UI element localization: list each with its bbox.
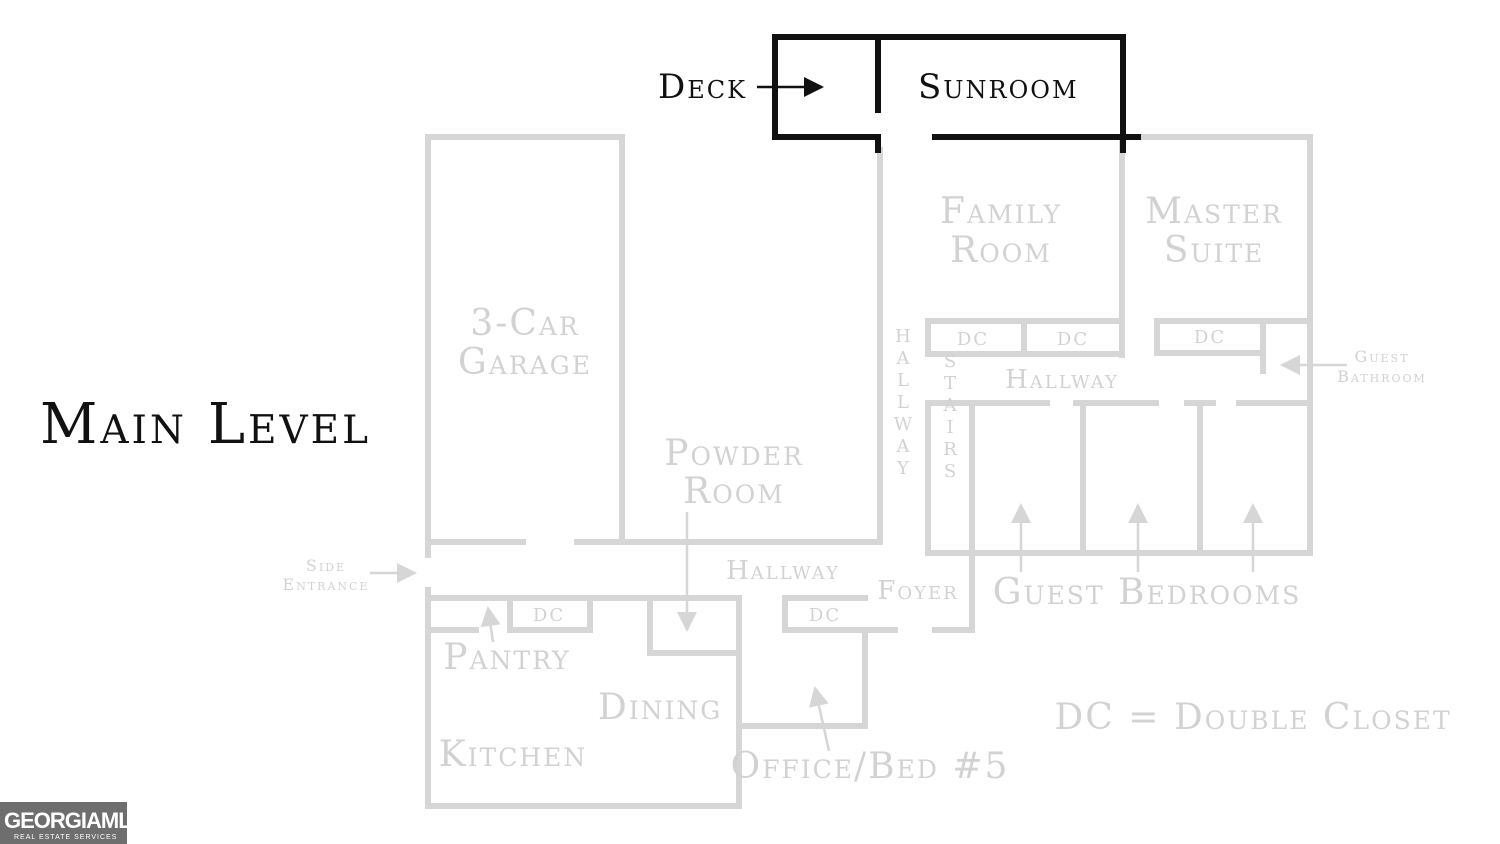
family-room-label-2: Room bbox=[950, 230, 1052, 271]
logo-text: GEORGIAMLS bbox=[4, 808, 145, 833]
hallway-label-vertical: HALLWAY bbox=[893, 326, 914, 480]
hallway-label-top: Hallway bbox=[1005, 365, 1119, 395]
sunroom-label: Sunroom bbox=[918, 67, 1079, 107]
dc-label-office: DC bbox=[809, 605, 841, 626]
central-walls bbox=[425, 147, 883, 545]
guest-bath-label-2: Bathroom bbox=[1337, 367, 1427, 386]
garage-label-2: Garage bbox=[458, 342, 592, 383]
kitchen-walls bbox=[425, 587, 898, 809]
dc-label-master: DC bbox=[1194, 327, 1226, 348]
pantry-arrow bbox=[480, 606, 501, 643]
garage-label-1: 3-Car bbox=[470, 303, 580, 344]
office-arrow bbox=[809, 686, 831, 752]
foyer-label: Foyer bbox=[877, 576, 958, 606]
master-suite-label-2: Suite bbox=[1164, 230, 1265, 271]
family-room-label-1: Family bbox=[940, 191, 1062, 232]
dc-label-pantry: DC bbox=[533, 605, 565, 626]
office-label: Office/Bed #5 bbox=[731, 746, 1010, 787]
powder-room-label-2: Room bbox=[683, 471, 785, 512]
side-entrance-label-1: Side bbox=[306, 556, 346, 575]
guest-bath-label-1: Guest bbox=[1355, 347, 1410, 366]
master-suite-label-1: Master bbox=[1145, 191, 1283, 232]
dc-label-family-2: DC bbox=[1057, 329, 1089, 350]
pantry-label: Pantry bbox=[443, 637, 570, 678]
garage-walls bbox=[425, 134, 625, 558]
stairs-label-vertical: STAIRS bbox=[940, 351, 961, 483]
dc-label-family-1: DC bbox=[957, 329, 989, 350]
dining-label: Dining bbox=[598, 687, 722, 728]
kitchen-label: Kitchen bbox=[439, 734, 588, 775]
deck-label: Deck bbox=[658, 67, 747, 107]
logo-subtext: REAL ESTATE SERVICES bbox=[14, 834, 118, 841]
legend-label: DC = Double Closet bbox=[1054, 697, 1451, 738]
powder-room-label-1: Powder bbox=[664, 433, 804, 474]
page-title: Main Level bbox=[40, 392, 371, 457]
side-entrance-label-2: Entrance bbox=[283, 575, 370, 594]
georgia-mls-logo: GEORGIAMLS REAL ESTATE SERVICES bbox=[0, 802, 145, 844]
guest-bedrooms-label: Guest Bedrooms bbox=[993, 572, 1302, 613]
hallway-label-bottom: Hallway bbox=[726, 556, 840, 586]
sunroom-deck-walls bbox=[772, 34, 1141, 153]
